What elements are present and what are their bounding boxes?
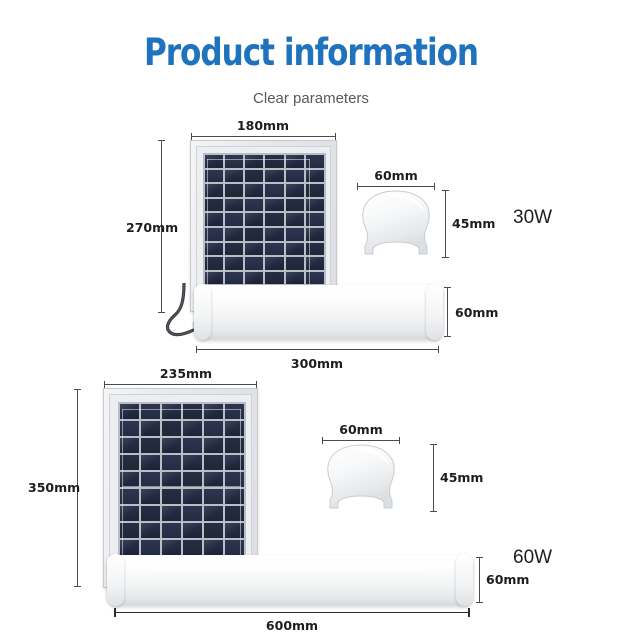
- dimension-line-profile-width-60w: [322, 437, 400, 444]
- dimension-line-panel-width-60w: [104, 381, 257, 388]
- dimension-line-profile-width-30w: [357, 183, 435, 190]
- dimension-line-tube-height-60w: [476, 557, 483, 603]
- solar-panel-60w: [103, 388, 258, 588]
- dimension-line-panel-width-30w: [191, 133, 336, 140]
- tube-end-cap-right-30w: [426, 284, 443, 340]
- dimension-label-panel-height-30w: 270mm: [126, 220, 179, 235]
- dimension-label-panel-width-60w: 235mm: [159, 366, 213, 381]
- solar-cell-grid-30w: [203, 153, 326, 301]
- dimension-label-tube-length-30w: 300mm: [290, 356, 344, 371]
- lamp-cross-section-60w: [320, 442, 402, 516]
- solar-panel-30w: [190, 140, 337, 312]
- tube-gloss-highlight-60w: [122, 560, 458, 573]
- dimension-line-profile-height-30w: [442, 190, 449, 258]
- dimension-label-profile-height-30w: 45mm: [452, 216, 496, 231]
- watt-label-60w: 60W: [513, 547, 553, 568]
- dimension-label-profile-height-60w: 45mm: [440, 470, 484, 485]
- tube-end-cap-left-60w: [107, 554, 124, 606]
- dimension-line-panel-height-30w: [158, 140, 165, 313]
- tube-end-cap-right-60w: [456, 554, 473, 606]
- dimension-line-panel-height-60w: [74, 389, 81, 587]
- dimension-line-tube-length-30w: [196, 346, 439, 353]
- dimension-label-profile-width-60w: 60mm: [339, 422, 383, 437]
- dimension-label-profile-width-30w: 60mm: [374, 168, 418, 183]
- led-tube-lamp-30w: [194, 284, 443, 340]
- lamp-cross-section-30w: [355, 188, 437, 262]
- dimension-line-tube-height-30w: [444, 287, 451, 337]
- tube-gloss-highlight-30w: [204, 290, 433, 305]
- dimension-label-tube-length-60w: 600mm: [265, 618, 319, 633]
- solar-cell-grid-60w: [118, 402, 246, 574]
- dimension-label-tube-height-60w: 60mm: [486, 572, 530, 587]
- led-tube-lamp-60w: [107, 554, 473, 606]
- page-subtitle: Clear parameters: [253, 90, 369, 107]
- dimension-line-profile-height-60w: [430, 444, 437, 512]
- dimension-label-panel-height-60w: 350mm: [28, 480, 81, 495]
- dimension-label-tube-height-30w: 60mm: [455, 305, 499, 320]
- product-group-30w: 180mm 270mm 60mm: [126, 118, 553, 371]
- dimension-label-panel-width-30w: 180mm: [236, 118, 290, 133]
- dimension-line-tube-length-60w: [114, 606, 470, 619]
- page-title: Product information: [143, 31, 479, 74]
- tube-end-cap-left-30w: [194, 284, 211, 340]
- watt-label-30w: 30W: [513, 207, 553, 228]
